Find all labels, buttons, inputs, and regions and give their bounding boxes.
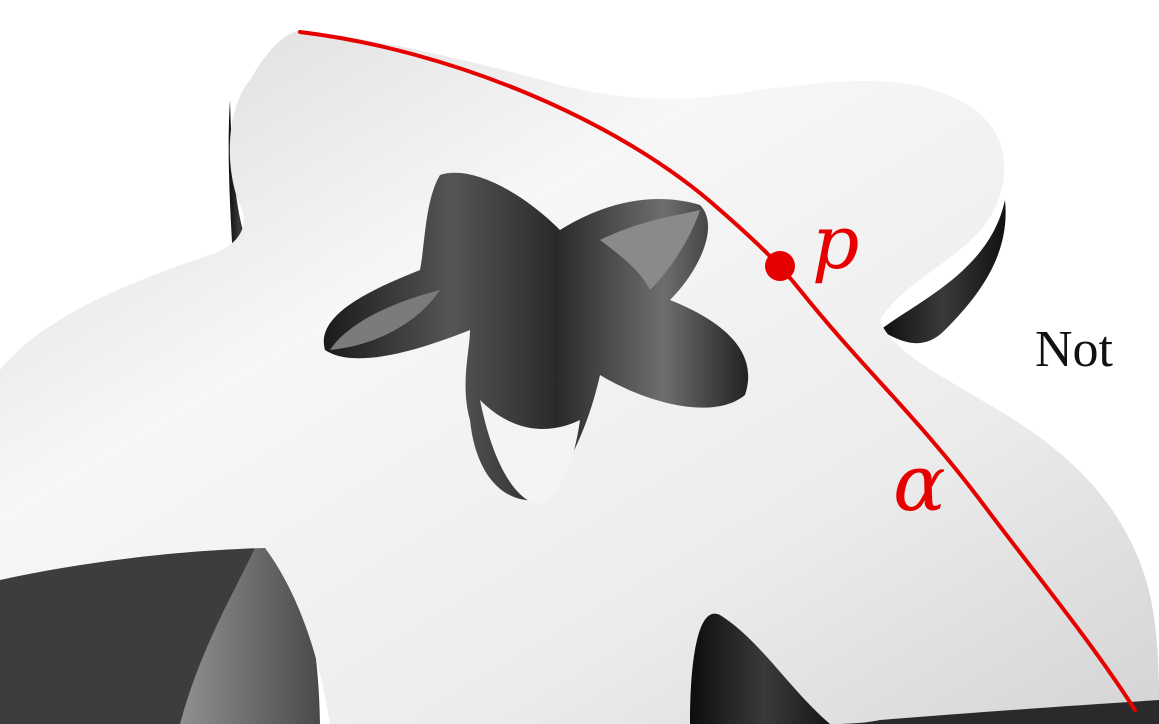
side-text: Not [1035,321,1114,378]
point-p [765,251,795,281]
curve-label: α [893,439,946,529]
point-label: p [812,200,859,286]
